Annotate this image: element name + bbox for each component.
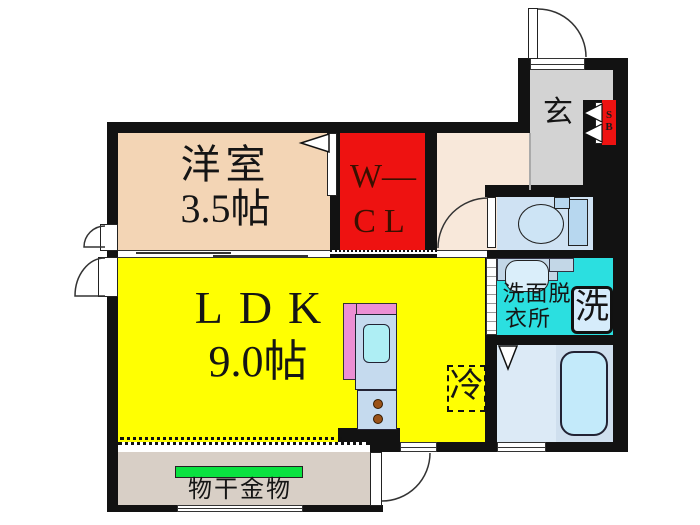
wall-left-lower xyxy=(107,297,118,512)
western-room-label: 洋室 xyxy=(180,142,271,187)
laundry-hardware-bar xyxy=(175,466,303,478)
wall-toilet-right xyxy=(593,185,613,258)
stove-burner xyxy=(373,399,383,409)
ldk-size: 9.0帖 xyxy=(208,337,308,386)
closet-open-boundary xyxy=(330,250,437,258)
wall-bathroom-bottom xyxy=(485,442,628,452)
window-line xyxy=(178,508,302,509)
entrance-door-leaf xyxy=(528,8,538,59)
kitchen-sink xyxy=(363,324,390,363)
entrance-door-threshold xyxy=(530,58,585,70)
toilet-door-leaf xyxy=(487,197,496,248)
ldk-window-leaf xyxy=(98,257,118,297)
wall-entrance-left xyxy=(518,58,530,133)
refrigerator-space xyxy=(447,365,486,412)
toilet-tank xyxy=(568,199,588,246)
stove-burner xyxy=(373,414,383,424)
entrance-floor-lower xyxy=(530,100,583,185)
refrigerator-label: 冷 xyxy=(449,368,484,405)
threshold-line xyxy=(401,447,436,448)
exit-door-leaf xyxy=(370,452,382,506)
light-partition xyxy=(486,258,497,335)
entrance-door-arc xyxy=(537,8,587,58)
bathtub xyxy=(560,351,608,436)
wall-left-upper xyxy=(107,122,118,224)
threshold-line xyxy=(531,64,584,65)
closet-door-leaf xyxy=(327,133,337,196)
toilet-bowl xyxy=(518,204,564,244)
window-line xyxy=(498,447,545,448)
entrance-step-line xyxy=(529,133,531,190)
sliding-door-panel xyxy=(213,255,308,257)
bathroom-window xyxy=(497,442,546,452)
wall-right xyxy=(613,58,628,452)
entrance-floor-upper xyxy=(530,70,613,100)
entrance-label: 玄 xyxy=(543,96,573,129)
ldk-exit-threshold xyxy=(400,442,437,452)
wall-bathroom-top xyxy=(497,335,613,345)
wall-below-shoebox xyxy=(583,145,613,190)
closet-label-line2: CL xyxy=(353,203,413,240)
walk-in-closet-floor xyxy=(340,133,425,250)
ldk-balcony-boundary-band xyxy=(118,442,370,452)
wall-top xyxy=(107,122,518,133)
western-room-window-leaf xyxy=(100,224,118,251)
sliding-door-panel xyxy=(136,252,231,254)
ldk-label: LDK xyxy=(194,282,338,333)
western-room-floor xyxy=(118,133,330,250)
shoebox-letter: B xyxy=(605,121,613,133)
shoebox-letter: S xyxy=(605,109,613,121)
wall-toilet-top xyxy=(485,185,593,197)
bathroom-floor xyxy=(497,345,556,442)
exit-door-arc xyxy=(381,452,431,502)
sliding-door-western-ldk xyxy=(118,250,330,258)
laundry-hardware-label: 物干金物 xyxy=(188,477,292,503)
hallway-ldk-opening xyxy=(437,250,487,258)
washing-machine-space xyxy=(571,286,613,334)
wall-washroom-top xyxy=(485,250,613,258)
washroom-label-line2: 衣所 xyxy=(504,306,551,331)
washroom-label-line1: 洗面脱 xyxy=(502,281,572,306)
toilet-flush-unit xyxy=(554,197,570,209)
ldk-floor xyxy=(118,258,485,442)
wall-closet-right xyxy=(425,133,437,250)
balcony-floor xyxy=(118,452,370,505)
vanity-basin xyxy=(505,260,549,292)
wall-left-mid xyxy=(107,251,118,257)
washing-machine-label: 洗 xyxy=(575,289,609,326)
western-room-size: 3.5帖 xyxy=(180,186,271,231)
ldk-balcony-dashed-line xyxy=(120,437,342,440)
vanity-side-cabinet xyxy=(549,258,574,272)
closet-label-line1: W― xyxy=(349,158,417,195)
kitchen-stove xyxy=(357,390,397,430)
wall-ldk-bottom-right xyxy=(437,442,497,452)
balcony-window xyxy=(177,505,303,512)
